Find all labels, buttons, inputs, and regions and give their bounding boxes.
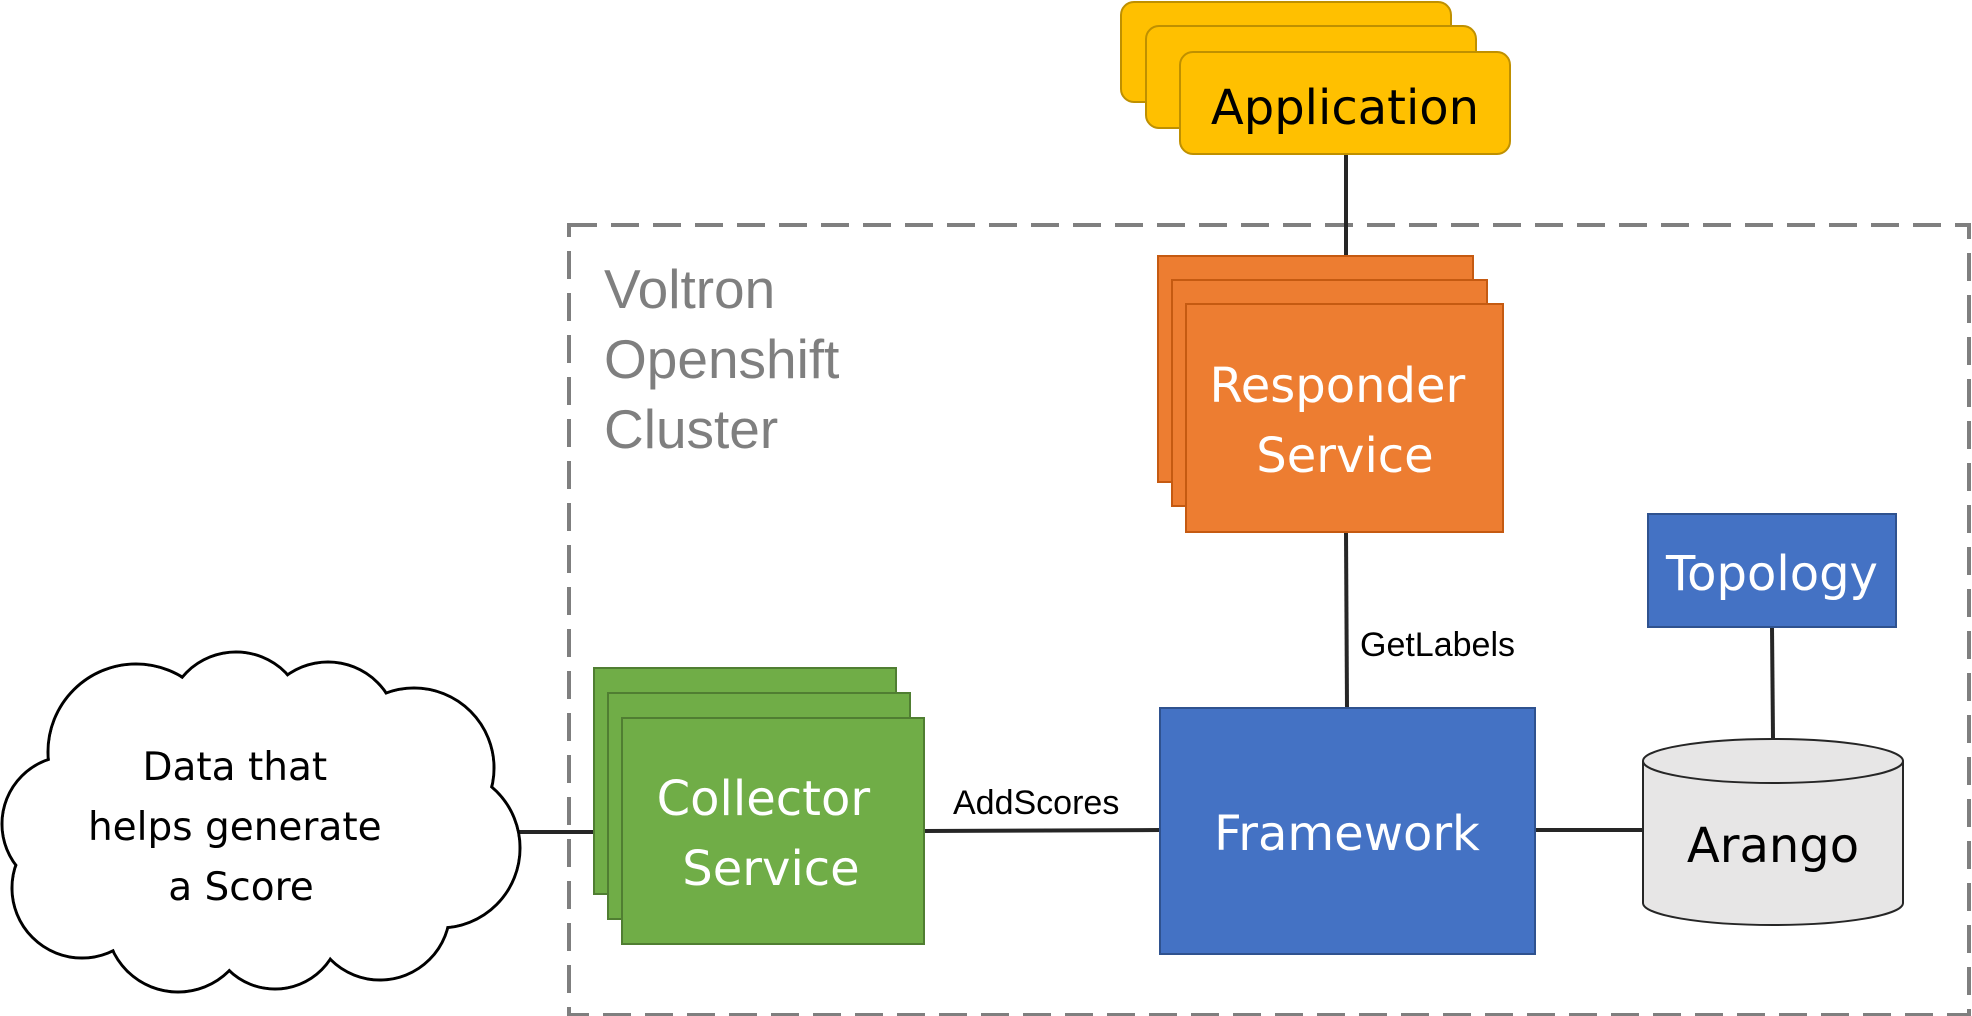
svg-text:Data that helps generate: Data that helps generate a Score [88, 745, 394, 910]
framework-node[interactable]: Framework [1159, 707, 1536, 955]
framework-box [1159, 707, 1536, 955]
cluster-label-line: Voltron [604, 258, 775, 320]
topology-label: Topology [1665, 546, 1878, 602]
cloud-label-line: Data that [142, 745, 327, 790]
cluster-label-line: Cluster [604, 398, 778, 460]
topology-arango-connector [1770, 626, 1775, 739]
cluster-boundary [567, 223, 1971, 1016]
application-label: Application [1211, 80, 1479, 136]
collector-service-node[interactable]: Collector Service [593, 667, 925, 945]
collector-box [621, 717, 925, 945]
cloud-fill [3, 653, 519, 991]
add-scores-label: AddScores [953, 784, 1119, 822]
arango-cylinder-body [1642, 761, 1904, 926]
arango-label: Arango [1687, 818, 1859, 874]
application-box [1179, 51, 1511, 155]
framework-label: Framework [1214, 806, 1480, 862]
cloud-label-line: a Score [168, 865, 314, 910]
cluster-label-line: Openshift [604, 328, 839, 390]
svg-text:Arango: Arango [1687, 818, 1859, 874]
cloud-label-line: helps generate [88, 805, 382, 850]
svg-text:Application: Application [1211, 80, 1479, 136]
get-labels-label: GetLabels [1360, 626, 1515, 664]
responder-label-line: Responder [1210, 358, 1466, 414]
arango-cylinder-top [1642, 738, 1904, 784]
svg-text:Responder Service: Responder Service [1210, 358, 1481, 484]
responder-label-line: Service [1256, 428, 1433, 484]
responder-framework-connector [1344, 531, 1349, 709]
collector-framework-connector [923, 828, 1161, 833]
topology-box [1647, 513, 1897, 628]
collector-label-line: Service [682, 841, 859, 897]
cluster-label: Voltron Openshift Cluster [604, 258, 855, 460]
collector-label-line: Collector [657, 771, 871, 827]
topology-node[interactable]: Topology [1647, 513, 1897, 628]
svg-text:Collector Service: Collector Service [657, 771, 886, 897]
responder-service-node[interactable]: Responder Service [1157, 255, 1504, 533]
data-cloud-node[interactable]: Data that helps generate a Score [0, 650, 522, 994]
application-node[interactable]: Application [1120, 1, 1511, 155]
svg-text:Topology: Topology [1665, 546, 1878, 602]
svg-text:Framework: Framework [1214, 806, 1480, 862]
responder-box [1185, 303, 1504, 533]
arango-node[interactable]: Arango [1642, 738, 1904, 926]
